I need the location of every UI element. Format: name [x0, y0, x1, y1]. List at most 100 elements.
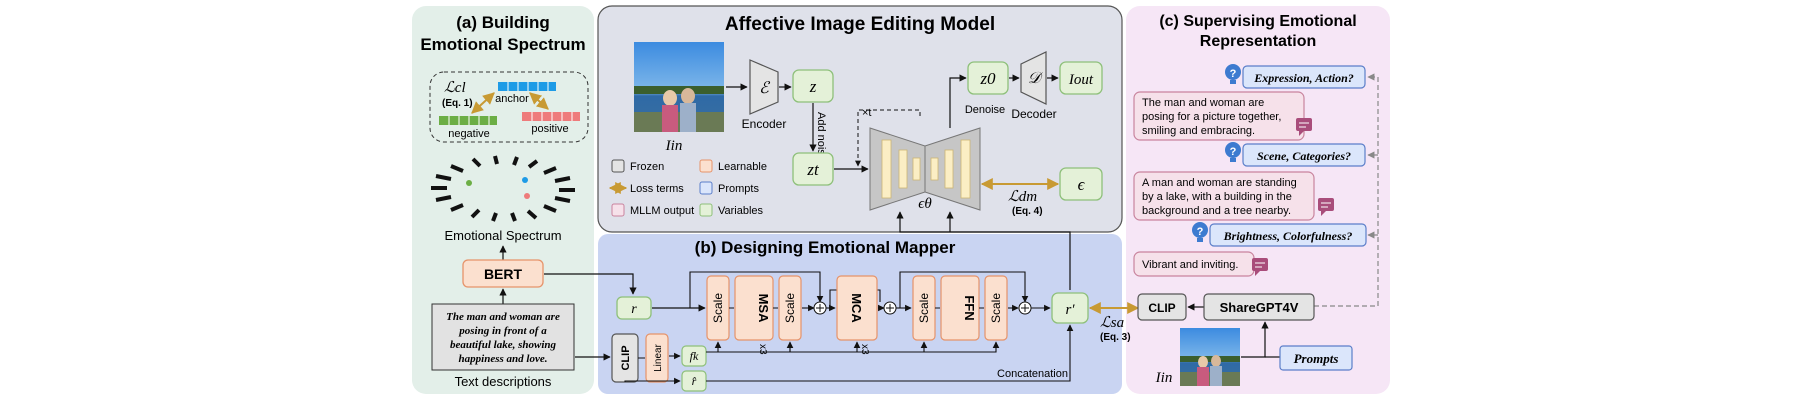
mca-x3-label: x3 — [859, 344, 870, 355]
text-desc-line4: happiness and love. — [459, 353, 548, 365]
loss-dm-label: ℒdm — [1008, 189, 1037, 205]
rprime-to-unet-line — [896, 211, 1071, 290]
residual-skip-3 — [899, 271, 1029, 308]
r-variable — [616, 296, 652, 320]
panel-c-title-line1: (c) Supervising Emotional — [1159, 13, 1356, 30]
r-label: r — [631, 302, 637, 317]
mca-label: MCA — [849, 293, 864, 323]
concat-line — [706, 324, 1074, 382]
panel-top: Affective Image Editing Model Iin ℰ Enco… — [608, 14, 1103, 217]
positive-embedding — [522, 112, 580, 121]
panel-a: (a) Building Emotional Spectrum ℒcl (Eq.… — [420, 13, 589, 389]
text-desc-line2: posing in front of a — [458, 325, 547, 337]
msa-x3-label: x3 — [757, 344, 768, 355]
feedback-dashed-line — [1314, 73, 1379, 307]
answer-3-line1: Vibrant and inviting. — [1142, 259, 1238, 271]
text-desc-line1: The man and woman are — [446, 311, 560, 323]
sharegpt-box — [1203, 293, 1315, 321]
denoise-label: Denoise — [965, 104, 1005, 116]
negative-label: negative — [448, 128, 490, 140]
answer-1-line1: The man and woman are — [1142, 97, 1264, 109]
eps-label: ϵ — [1078, 175, 1086, 194]
plus-node-2 — [883, 301, 897, 315]
answer-2 — [1133, 171, 1315, 221]
eq3-label: (Eq. 3) — [1100, 332, 1131, 343]
input-image-label-c: Iin — [1155, 370, 1173, 386]
legend-frozen: Frozen — [630, 161, 664, 173]
z-label: z — [809, 77, 817, 96]
text-description-box — [431, 303, 575, 371]
panel-a-title-line2: Emotional Spectrum — [420, 35, 585, 54]
legend-prompts-swatch — [699, 181, 713, 195]
answer-1-line3: smiling and embracing. — [1142, 125, 1255, 137]
bert-to-r-arrow — [544, 273, 637, 295]
decoder-symbol: 𝒟 — [1028, 70, 1044, 87]
input-image-label-top: Iin — [665, 138, 683, 154]
prompts-box — [1279, 345, 1353, 371]
clip-image-label: CLIP — [1148, 301, 1175, 315]
residual-skip-1 — [689, 271, 824, 308]
plus-node-1 — [813, 301, 827, 315]
prompt-q1-text: Expression, Action? — [1253, 71, 1354, 85]
prompt-q3 — [1209, 223, 1367, 247]
loss-sa-label: ℒsa — [1100, 315, 1124, 331]
clip-image-box — [1137, 293, 1187, 321]
fk-variable — [681, 345, 707, 367]
sharegpt-label: ShareGPT4V — [1220, 300, 1299, 315]
panel-top-title: Affective Image Editing Model — [725, 14, 995, 35]
input-photo — [634, 42, 724, 132]
decoder-shape — [1020, 51, 1047, 105]
clip-text-label: CLIP — [620, 345, 632, 370]
text-desc-caption: Text descriptions — [455, 374, 552, 389]
legend-variables-swatch — [699, 203, 713, 217]
anchor-embedding — [498, 82, 556, 91]
decoder-label: Decoder — [1011, 107, 1056, 121]
scale-box-2 — [778, 275, 802, 341]
zt-variable — [792, 152, 834, 186]
answer-2-line1: A man and woman are standing — [1142, 177, 1297, 189]
svg-text:?: ? — [1197, 226, 1204, 238]
fk-to-scale3-4 — [857, 341, 1000, 353]
prompt-q2 — [1242, 143, 1366, 167]
panel-c-title-line2: Representation — [1200, 33, 1316, 50]
panel-b: (b) Designing Emotional Mapper r Scale M… — [544, 211, 1140, 392]
prompt-q3-text: Brightness, Colorfulness? — [1223, 229, 1353, 243]
legend-loss-terms: Loss terms — [630, 183, 684, 195]
bulb-icon: ? — [1225, 64, 1241, 84]
encoder-symbol: ℰ — [759, 80, 771, 97]
scale-label-4: Scale — [989, 293, 1003, 323]
r-hat-label: r̂ — [692, 374, 697, 388]
legend: Frozen Learnable Loss terms Prompts MLLM… — [608, 159, 767, 217]
i-out-variable — [1059, 61, 1103, 95]
z0-variable — [967, 61, 1009, 95]
text-desc-line3: beautiful lake, showing — [450, 339, 557, 351]
eq4-label: (Eq. 4) — [1012, 206, 1043, 217]
panel-a-title-line1: (a) Building — [456, 13, 549, 32]
clip-to-rhat-line — [624, 377, 681, 385]
linear-box — [645, 333, 669, 383]
zt-label: zt — [806, 160, 820, 179]
answer-1-line2: posing for a picture together, — [1142, 111, 1281, 123]
scale-label-2: Scale — [783, 293, 797, 323]
legend-variables: Variables — [718, 205, 764, 217]
unet-to-z0-arrow — [949, 74, 967, 128]
eps-variable — [1059, 167, 1103, 201]
answer-1 — [1133, 91, 1305, 141]
loop-dashed-arrow — [855, 109, 921, 167]
linear-label: Linear — [653, 343, 664, 371]
chat-icon — [1252, 258, 1268, 276]
scale-box-4 — [984, 275, 1008, 341]
legend-prompts: Prompts — [718, 183, 759, 195]
unet-block — [869, 127, 981, 211]
anchor-label: anchor — [495, 93, 529, 105]
r-prime-label: r′ — [1065, 302, 1075, 318]
eps-theta-label: ϵθ — [918, 196, 932, 212]
r-prime-variable — [1051, 292, 1089, 324]
chat-icon — [1296, 118, 1312, 136]
bert-label: BERT — [484, 266, 523, 282]
input-photo-small — [1180, 328, 1240, 386]
svg-text:?: ? — [1230, 68, 1237, 80]
bulb-icon: ? — [1225, 142, 1241, 162]
legend-frozen-swatch — [611, 159, 625, 173]
